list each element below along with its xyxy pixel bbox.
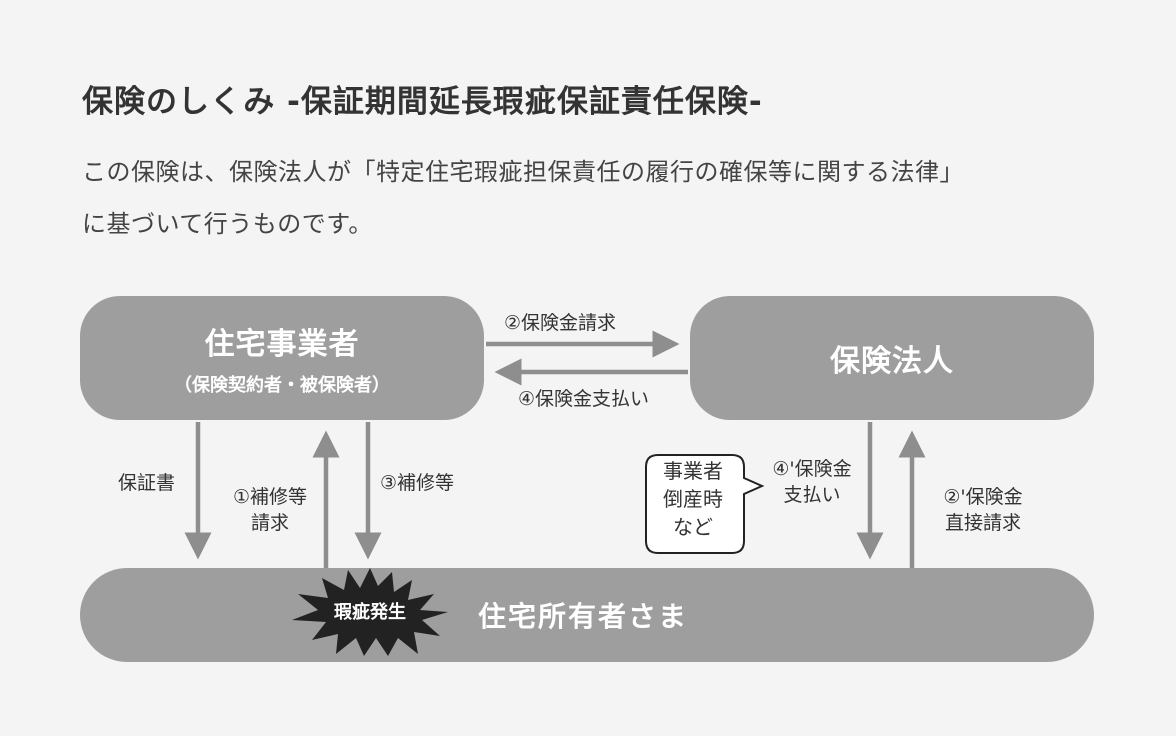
claim-label: ②保険金請求 [504, 312, 617, 334]
business-subtitle: （保険契約者・被保険者） [174, 375, 390, 396]
description: この保険は、保険法人が「特定住宅瑕疵担保責任の履行の確保等に関する法律」 に基づ… [82, 146, 1102, 250]
owner-title: 住宅所有者さま [478, 600, 689, 633]
bankruptcy-line-1: 事業者 [663, 459, 723, 483]
insurer-title: 保険法人 [830, 344, 954, 379]
bankruptcy-note: 事業者 倒産時 など [646, 457, 740, 541]
direct-payment-line-1: ④'保険金 [772, 458, 852, 480]
business-node: 住宅事業者 （保険契約者・被保険者） [80, 296, 484, 420]
repair-request-line-1: ①補修等 [232, 486, 308, 508]
bankruptcy-line-2: 倒産時 [663, 487, 723, 511]
defect-occurrence-label: 瑕疵発生 [334, 602, 406, 623]
direct-claim-line-1: ②'保険金 [943, 486, 1023, 508]
bankruptcy-bubble [645, 454, 765, 554]
description-line-1: この保険は、保険法人が「特定住宅瑕疵担保責任の履行の確保等に関する法律」 [82, 158, 964, 186]
owner-node [80, 568, 1094, 662]
direct-payment-line-2: 支払い [783, 484, 841, 506]
description-line-2: に基づいて行うものです。 [82, 210, 373, 238]
bankruptcy-line-3: など [673, 515, 713, 539]
repair-label: ③補修等 [380, 472, 455, 494]
page-title: 保険のしくみ -保証期間延長瑕疵保証責任保険- [82, 84, 763, 120]
repair-request-label: ①補修等 請求 [222, 484, 318, 536]
repair-request-line-2: 請求 [250, 512, 289, 534]
defect-burst-icon [292, 568, 448, 656]
business-title: 住宅事業者 [204, 327, 360, 362]
insurer-node: 保険法人 [690, 296, 1094, 420]
payment-label: ④保険金支払い [518, 388, 650, 410]
direct-claim-label: ②'保険金 直接請求 [928, 484, 1038, 536]
direct-payment-label: ④'保険金 支払い [762, 456, 862, 508]
direct-claim-line-2: 直接請求 [944, 512, 1021, 534]
certificate-label: 保証書 [118, 472, 176, 494]
